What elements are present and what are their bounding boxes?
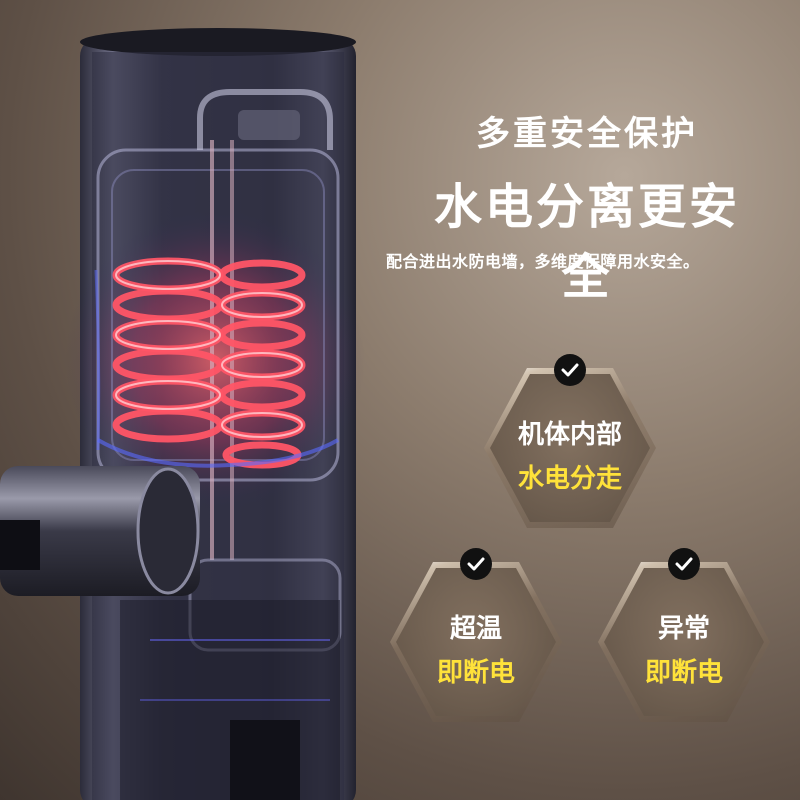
- badge-line2: 即断电: [436, 658, 515, 688]
- badge-line2: 即断电: [644, 658, 723, 688]
- badge-line1: 异常: [657, 614, 710, 644]
- badge-line2: 水电分走: [517, 464, 622, 494]
- checkmark-icon: [668, 548, 700, 580]
- hexagon-fill: [604, 568, 764, 716]
- hexagon-fill: [396, 568, 556, 716]
- hexagon-fill: [490, 374, 650, 522]
- checkmark-icon: [460, 548, 492, 580]
- badge-line1: 超温: [449, 614, 502, 644]
- headline-title: 多重安全保护: [476, 114, 698, 154]
- badge-anomaly-cutoff: 异常 即断电: [598, 548, 770, 722]
- headline-subtitle: 配合进出水防电墙，多维度保障用水安全。: [386, 252, 700, 271]
- headline-block: 多重安全保护 水电分离更安全: [422, 106, 752, 307]
- badge-overheat-cutoff: 超温 即断电: [390, 548, 562, 722]
- badge-line1: 机体内部: [517, 420, 622, 450]
- badge-internal-separation: 机体内部 水电分走: [484, 354, 656, 528]
- headline-main: 水电分离更安全: [433, 179, 740, 305]
- checkmark-icon: [554, 354, 586, 386]
